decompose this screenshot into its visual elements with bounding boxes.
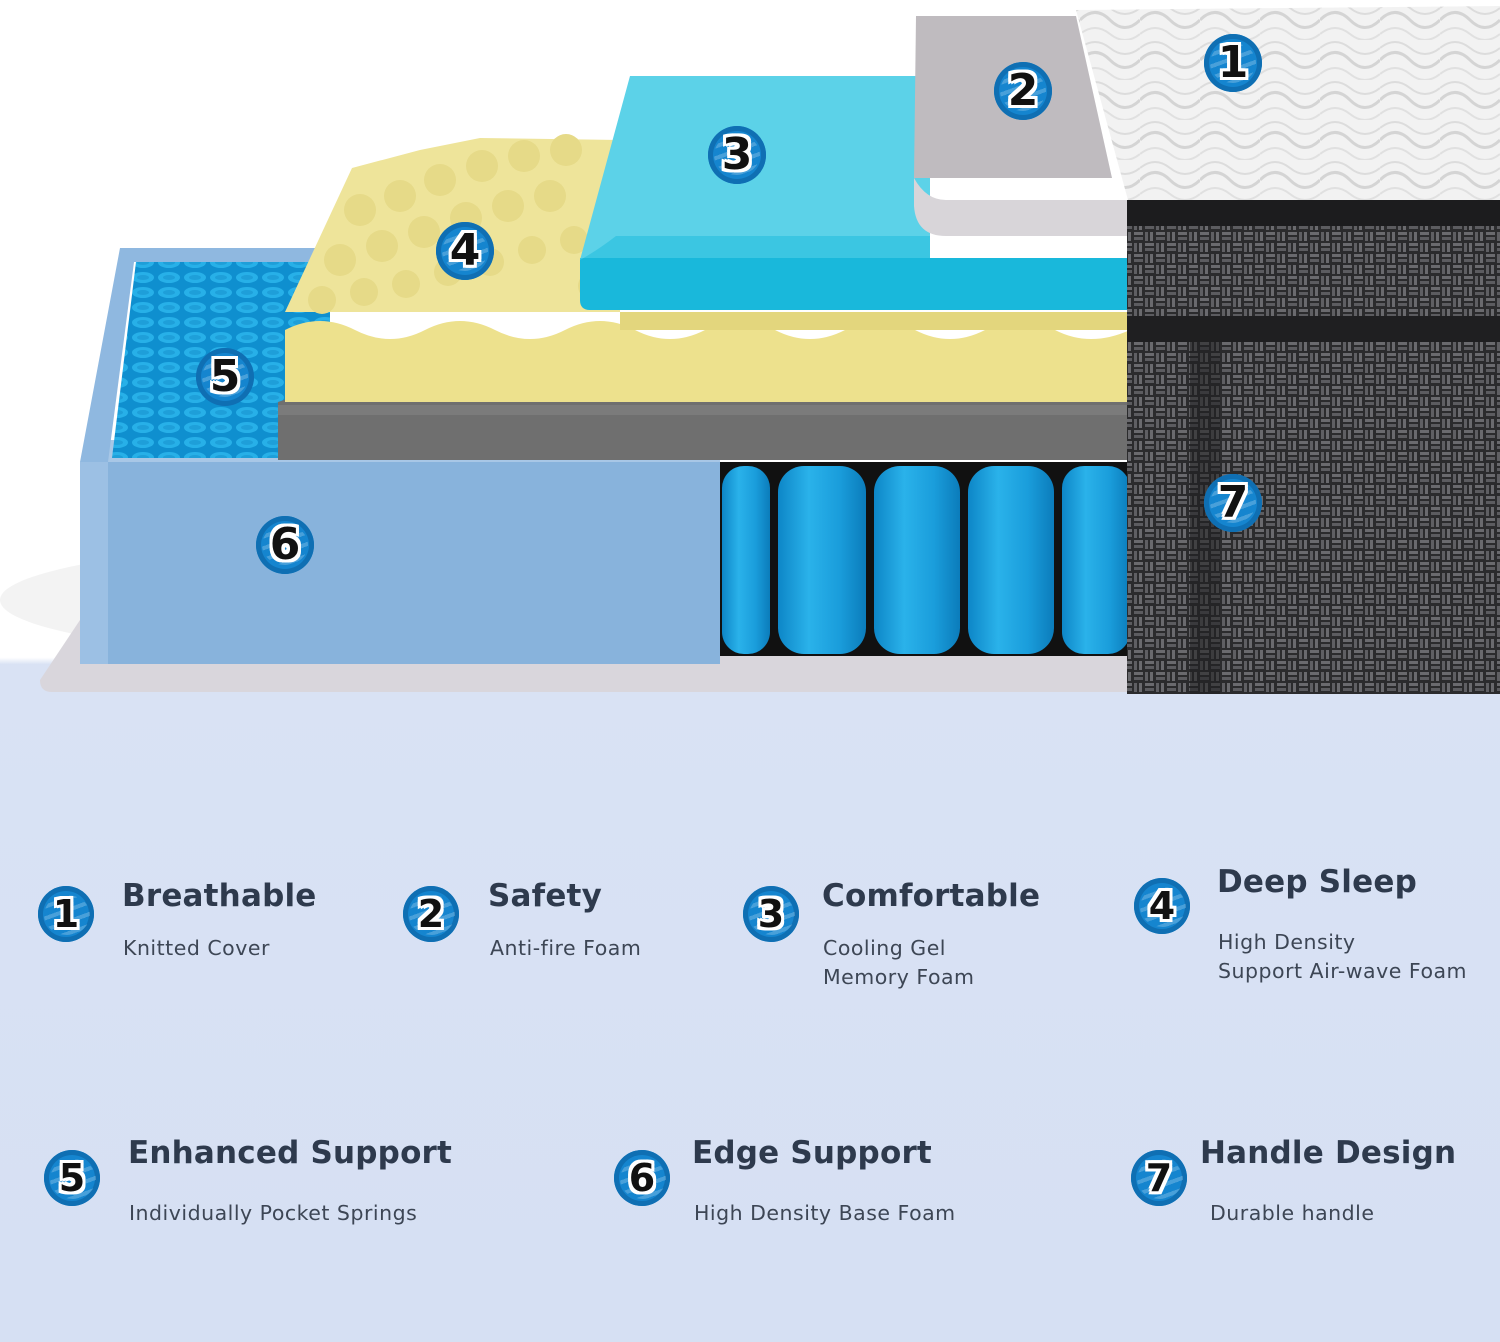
feature-3-desc-line-1: Cooling Gel	[823, 936, 947, 960]
feature-1-desc-line-1: Knitted Cover	[123, 936, 270, 960]
feature-3-title: Comfortable	[822, 878, 1041, 914]
feature-3-badge: 3	[743, 886, 799, 942]
layer-badge-4: 4	[436, 222, 494, 280]
layer-badge-3: 3	[708, 126, 766, 184]
feature-5-desc-line-1: Individually Pocket Springs	[129, 1201, 418, 1225]
feature-4-desc-line-2: Support Air-wave Foam	[1218, 959, 1468, 983]
feature-2-title: Safety	[488, 878, 602, 914]
feature-7-badge: 7	[1131, 1150, 1187, 1206]
airwave-bumps	[308, 134, 606, 314]
feature-3-number: 3	[757, 892, 785, 936]
handle-strap	[1127, 316, 1500, 342]
feature-4-badge: 4	[1134, 878, 1190, 934]
airwave-foam-front	[285, 321, 1130, 402]
base-foam-side	[80, 462, 108, 664]
layer-badge-6-number: 6	[269, 519, 301, 570]
feature-7-number: 7	[1145, 1156, 1173, 1200]
layer-badge-1-number: 1	[1217, 37, 1249, 88]
feature-7-title: Handle Design	[1200, 1135, 1457, 1171]
layer-badge-2-number: 2	[1007, 65, 1039, 116]
feature-6-title: Edge Support	[692, 1135, 932, 1171]
layer-badge-3-number: 3	[721, 129, 753, 180]
knitted-cover	[1076, 6, 1500, 200]
feature-1-badge: 1	[38, 886, 94, 942]
feature-1-title: Breathable	[122, 878, 317, 914]
anti-fire-front	[914, 178, 1130, 236]
layer-badge-7: 7	[1204, 474, 1262, 532]
feature-6-number: 6	[628, 1156, 656, 1200]
feature-2-badge: 2	[403, 886, 459, 942]
layer-badge-6: 6	[256, 516, 314, 574]
feature-5-title: Enhanced Support	[128, 1135, 453, 1171]
feature-6-desc-line-1: High Density Base Foam	[694, 1201, 956, 1225]
feature-1-number: 1	[52, 892, 80, 936]
feature-3-desc-line-2: Memory Foam	[823, 965, 975, 989]
feature-5-number: 5	[58, 1156, 86, 1200]
layer-badge-4-number: 4	[449, 225, 481, 276]
layer-badge-1: 1	[1204, 34, 1262, 92]
feature-7-desc-line-1: Durable handle	[1210, 1201, 1375, 1225]
base-foam-edge	[80, 248, 330, 462]
feature-2-number: 2	[417, 892, 445, 936]
feature-4-title: Deep Sleep	[1217, 864, 1417, 900]
cooling-gel-front	[580, 258, 1130, 310]
feature-4-desc-line-1: High Density	[1218, 930, 1356, 954]
feature-4-number: 4	[1148, 884, 1176, 928]
feature-2-desc-line-1: Anti-fire Foam	[490, 936, 642, 960]
layer-badge-5-number: 5	[209, 351, 241, 402]
layer-badge-7-number: 7	[1217, 477, 1249, 528]
base-foam-front	[108, 462, 720, 664]
handle-side-panel	[1127, 200, 1500, 694]
layer-badge-2: 2	[994, 62, 1052, 120]
coil-row	[720, 462, 1130, 656]
layer-badge-5: 5	[196, 348, 254, 406]
feature-5-badge: 5	[44, 1150, 100, 1206]
feature-6-badge: 6	[614, 1150, 670, 1206]
